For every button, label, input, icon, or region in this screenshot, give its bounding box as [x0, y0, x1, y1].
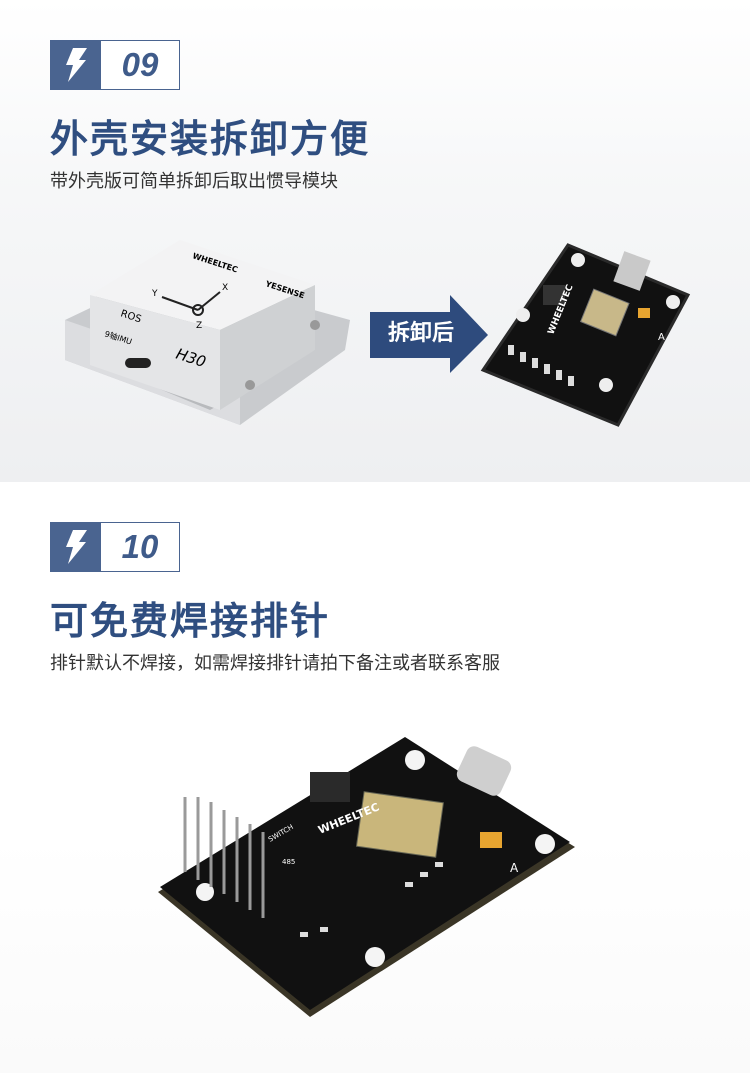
section-title: 可免费焊接排针	[50, 599, 331, 643]
feature-badge: 09	[50, 40, 180, 90]
axis-y-label: Y	[151, 289, 158, 299]
feature-badge: 10	[50, 522, 180, 572]
section-subtitle: 带外壳版可简单拆卸后取出惯导模块	[50, 171, 338, 192]
feature-number: 10	[121, 528, 159, 565]
board-mark: A	[510, 861, 519, 875]
arrow-label: 拆卸后	[388, 321, 455, 346]
axis-x-label: X	[222, 283, 228, 293]
board-mark: A	[658, 332, 665, 343]
arrow-indicator: 拆卸后	[370, 295, 490, 379]
imu-board-headers-image: WHEELTEC SWITCH 485 A	[158, 737, 575, 1017]
section-housing: 09 外壳安装拆卸方便 带外壳版可简单拆卸后取出惯导模块 WHEELTEC YE…	[0, 0, 750, 482]
feature-number: 09	[121, 46, 159, 83]
section-headers: 10 可免费焊接排针 排针默认不焊接，如需焊接排针请拍下备注或者联系客服 WHE…	[0, 482, 750, 1073]
section-subtitle: 排针默认不焊接，如需焊接排针请拍下备注或者联系客服	[50, 653, 500, 674]
lightning-icon	[51, 523, 101, 571]
lightning-icon	[51, 41, 101, 89]
axis-z-label: Z	[196, 321, 202, 331]
label-485: 485	[282, 858, 295, 866]
section-title: 外壳安装拆卸方便	[50, 117, 371, 161]
imu-housing-image: WHEELTEC YESENSE X Y Z ROS 9轴IMU H30	[65, 240, 350, 425]
imu-board-image: WHEELTEC A	[480, 243, 691, 427]
